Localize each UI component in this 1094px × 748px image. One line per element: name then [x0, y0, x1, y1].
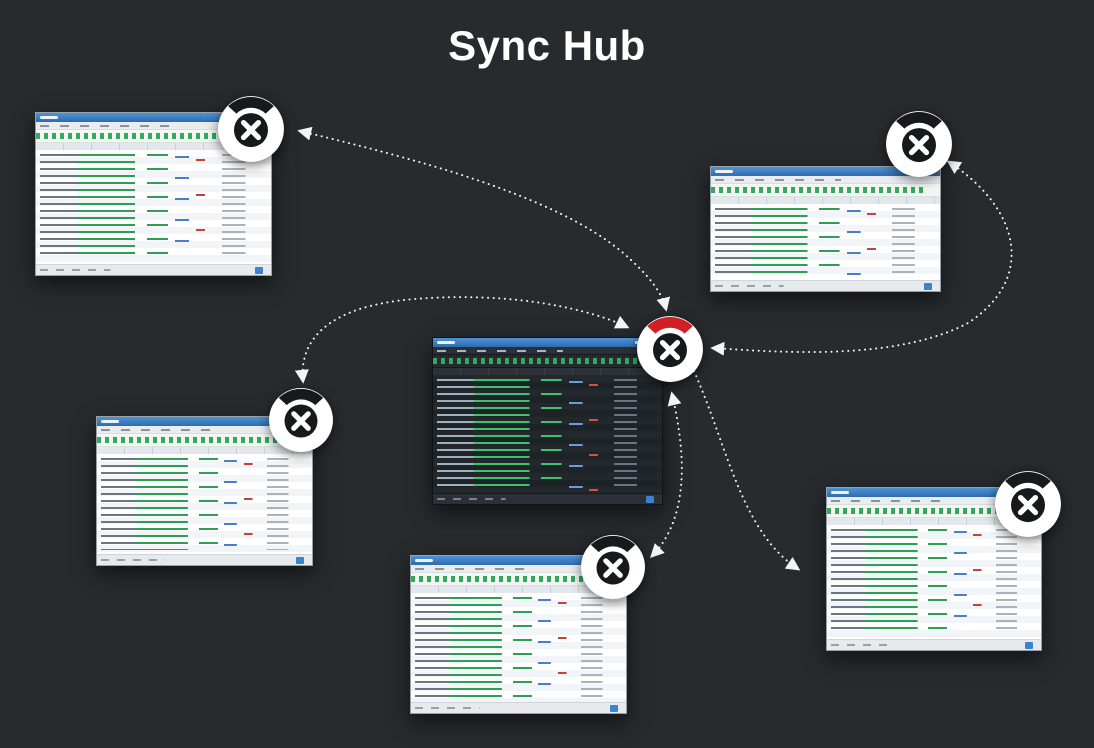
status-button	[255, 266, 263, 274]
node-top-right-icon[interactable]	[885, 110, 953, 178]
window-bottom-center[interactable]	[410, 555, 627, 714]
file-table	[36, 150, 271, 264]
window-toolbar	[36, 129, 271, 143]
window-bottom-right[interactable]	[826, 487, 1042, 651]
page-title: Sync Hub	[448, 22, 646, 69]
window-toolbar	[97, 433, 312, 447]
node-logo-icon	[886, 111, 952, 177]
file-table	[97, 454, 312, 554]
window-title-text	[831, 491, 849, 494]
status-button	[610, 704, 618, 712]
status-button	[1025, 641, 1033, 649]
window-statusbar	[97, 554, 312, 565]
window-toolbar	[411, 572, 626, 586]
file-table	[433, 375, 662, 493]
window-toolbar	[827, 504, 1041, 518]
window-statusbar	[411, 702, 626, 713]
window-menubar	[827, 497, 1041, 504]
node-top-left-icon[interactable]	[217, 95, 285, 163]
table-column-header	[97, 447, 312, 454]
node-logo-icon	[995, 471, 1061, 537]
node-left-icon[interactable]	[268, 387, 334, 453]
status-button	[296, 556, 304, 564]
window-title-text	[415, 559, 433, 562]
hub-node-hub-icon[interactable]	[636, 315, 704, 383]
window-statusbar	[433, 493, 662, 504]
table-column-header	[827, 518, 1041, 525]
table-column-header	[411, 586, 626, 593]
window-menubar	[97, 426, 312, 433]
window-title-text	[40, 116, 58, 119]
file-table	[827, 525, 1041, 639]
window-title-text	[101, 420, 119, 423]
file-table	[411, 593, 626, 702]
node-logo-icon	[218, 96, 284, 162]
window-menubar	[36, 122, 271, 129]
node-logo-icon	[581, 535, 645, 599]
window-left[interactable]	[96, 416, 313, 566]
window-statusbar	[36, 264, 271, 275]
node-logo-icon	[269, 388, 333, 452]
node-bottom-right-icon[interactable]	[994, 470, 1062, 538]
status-button	[646, 495, 654, 503]
node-logo-icon	[637, 316, 703, 382]
window-statusbar	[827, 639, 1041, 650]
window-menubar	[411, 565, 626, 572]
node-bottom-center-icon[interactable]	[580, 534, 646, 600]
table-column-header	[36, 143, 271, 150]
